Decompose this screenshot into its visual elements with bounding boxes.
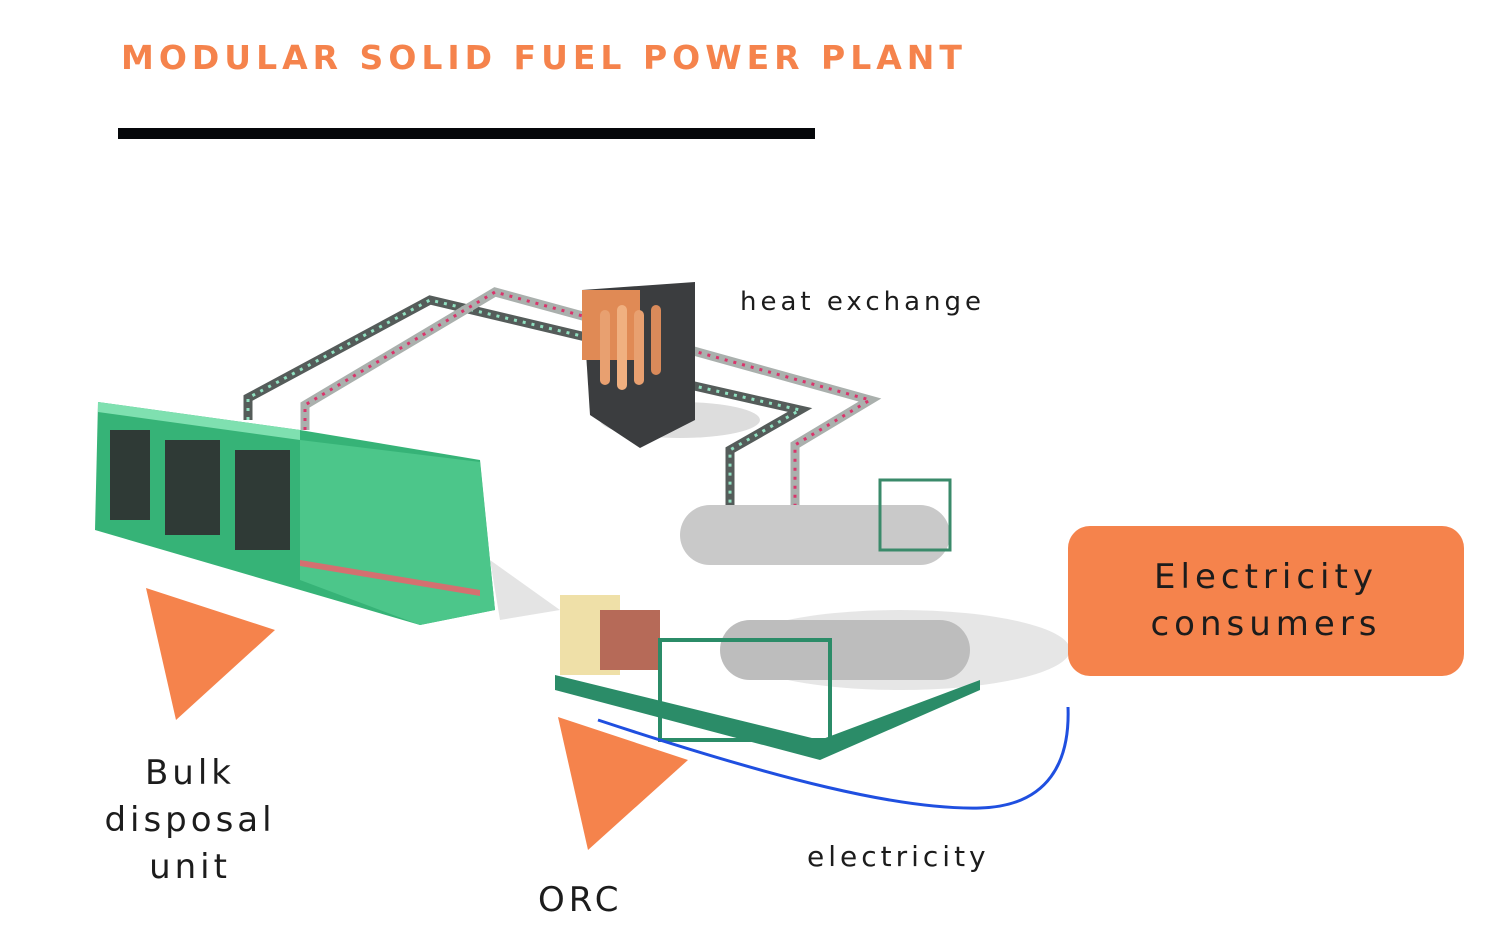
bulk-disposal-unit-illustration [95,402,560,625]
page-title: MODULAR SOLID FUEL POWER PLANT [121,38,967,77]
pipe-hot [300,287,882,505]
bulk-label-line: unit [149,847,231,887]
bulk-label-line: Bulk [144,753,235,793]
orc-pointer-triangle [558,717,688,850]
bulk-label-line: disposal [104,800,276,840]
electricity-flow-line [597,706,1070,810]
bulk-disposal-unit-label: Bulk disposal unit [80,750,300,891]
pipe-cold [243,295,813,505]
heat-exchanger-illustration [582,282,760,448]
orc-unit-illustration [555,478,1070,760]
consumers-label-line: Electricity [1154,557,1378,597]
consumers-label-line: consumers [1150,604,1382,644]
bulk-pointer-triangle [146,588,275,720]
electricity-label: electricity [807,840,990,873]
heat-exchange-label: heat exchange [740,287,986,317]
title-underline [118,128,815,139]
orc-label: ORC [538,880,623,920]
electricity-consumers-box: Electricity consumers [1068,526,1464,676]
